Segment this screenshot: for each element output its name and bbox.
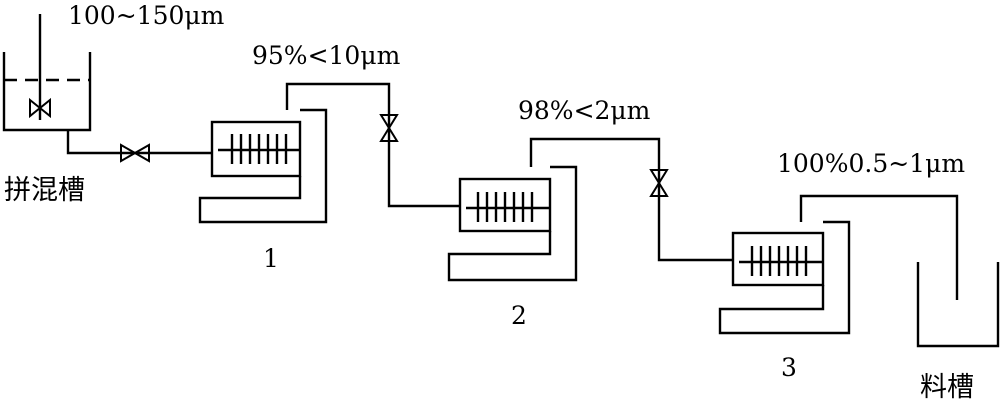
mixing-tank bbox=[2, 14, 92, 132]
mill-3-output-size: 100%0.5~1μm bbox=[777, 149, 965, 178]
product-tank-label: 料槽 bbox=[920, 372, 974, 403]
mill-3-number: 3 bbox=[781, 353, 797, 382]
mill-3-frame bbox=[718, 220, 851, 335]
mill-2-output-size: 98%<2μm bbox=[518, 96, 651, 125]
valve-icon[interactable] bbox=[649, 169, 669, 197]
mill-1 bbox=[198, 108, 328, 224]
mill-1-frame bbox=[198, 108, 328, 224]
mill-1-number: 1 bbox=[263, 244, 279, 273]
mill-2-chamber bbox=[458, 177, 552, 233]
mill-1-output-size: 95%<10μm bbox=[252, 41, 401, 70]
mill-2-discs bbox=[476, 192, 534, 222]
mill-3-chamber bbox=[731, 231, 825, 287]
mill-3 bbox=[718, 220, 851, 335]
agitator-impeller-icon bbox=[29, 97, 51, 119]
valve-icon[interactable] bbox=[379, 114, 399, 142]
mixing-tank-label: 拼混槽 bbox=[4, 175, 85, 206]
mill-1-discs bbox=[230, 134, 288, 164]
pipe-tank-to-mill-1 bbox=[66, 130, 212, 155]
mill-2-frame bbox=[447, 165, 578, 282]
pipe-mill-3-to-product-tank bbox=[799, 194, 959, 300]
mill-2 bbox=[447, 165, 578, 282]
pipe-mill-1-to-mill-2 bbox=[285, 82, 460, 208]
mill-3-discs bbox=[750, 246, 808, 276]
valve-icon[interactable] bbox=[120, 143, 150, 163]
mixing-tank-body bbox=[2, 52, 92, 132]
product-tank-body bbox=[916, 262, 1000, 348]
mill-2-number: 2 bbox=[511, 301, 527, 330]
feed-size-label: 100~150μm bbox=[68, 1, 225, 30]
pipe-mill-2-to-mill-3 bbox=[529, 137, 733, 262]
